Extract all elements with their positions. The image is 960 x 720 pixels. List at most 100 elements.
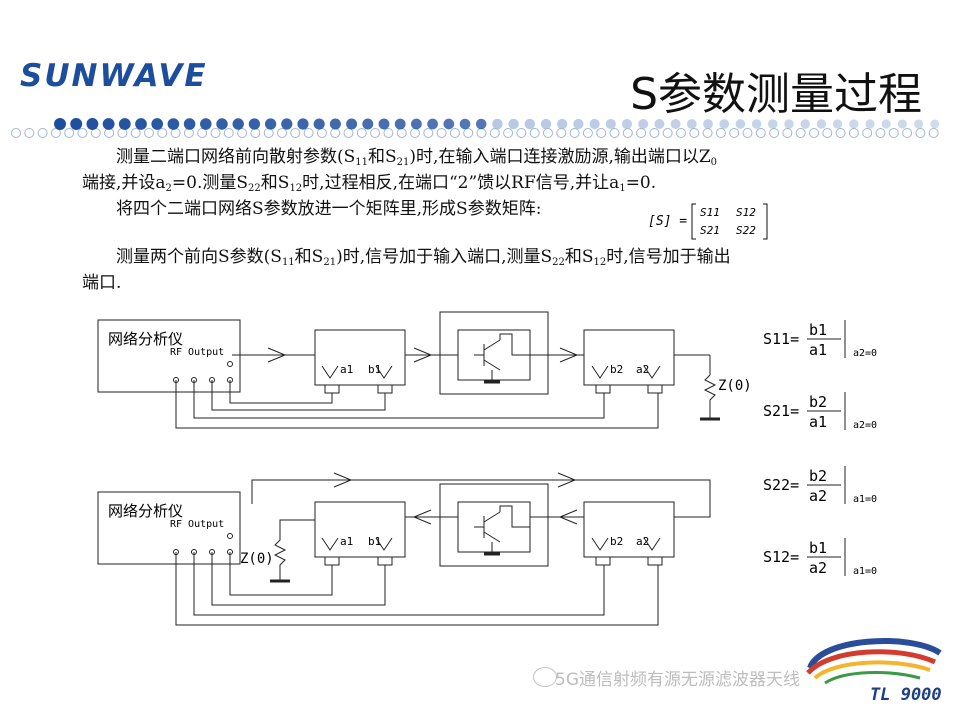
tl9000-logo: TL 9000: [806, 638, 942, 705]
divider-dot: [605, 118, 616, 130]
divider-dot: [313, 118, 325, 130]
divider-dot: [569, 128, 580, 138]
divider-dot: [849, 119, 859, 129]
formula-condition: a1=0: [853, 494, 877, 505]
divider-dot: [832, 119, 843, 129]
formula-condition: a2=0: [853, 420, 877, 431]
wechat-icon: [533, 667, 557, 687]
divider-dot: [362, 118, 374, 130]
divider-dot: [135, 118, 147, 130]
coupler2-b-label: b2: [610, 363, 623, 376]
divider-dot: [170, 128, 181, 138]
divider-dot: [556, 128, 567, 138]
divider-dot: [70, 118, 83, 130]
divider-dot: [928, 128, 939, 138]
divider-dot: [263, 128, 274, 138]
divider-dot: [715, 128, 726, 138]
formula-numerator: b1: [809, 539, 827, 557]
divider-dot: [290, 128, 301, 138]
dut-outer-box-2: [439, 483, 549, 567]
divider-dot: [865, 119, 875, 129]
divider-dot: [582, 128, 593, 138]
svg-text:S11: S11: [700, 206, 720, 219]
coupler2-b-label-2: b2: [610, 535, 623, 548]
divider-dot: [443, 118, 455, 130]
divider-dot: [735, 119, 746, 129]
coupler-2-box: [583, 329, 675, 386]
divider-dot: [729, 128, 740, 138]
network-analyzer-box-2: [97, 491, 241, 565]
divider-dot: [423, 128, 434, 138]
divider-dot: [769, 128, 780, 138]
divider-dot: [703, 119, 713, 129]
divider-dot: [742, 128, 753, 138]
reverse-measurement-diagram: 网络分析仪 RF Output a1 b1 b2 a2 Z(0): [97, 472, 711, 626]
divider-dot: [835, 128, 846, 138]
divider-dot: [848, 128, 859, 138]
divider-dot: [897, 119, 907, 129]
divider-dot: [768, 119, 778, 129]
divider-dot: [356, 128, 367, 138]
divider-dot: [86, 118, 99, 130]
formula-condition: a1=0: [853, 566, 877, 577]
divider-dot: [516, 128, 527, 138]
divider-dot: [237, 128, 248, 138]
divider-dot: [117, 128, 128, 138]
coupler-1-box: [314, 329, 406, 386]
divider-dot: [264, 118, 277, 130]
coupler1-b-label: b1: [368, 363, 381, 376]
divider-dot: [303, 128, 314, 138]
paragraph-4: 测量两个前向S参数(S11和S21)时,信号加于输入端口,测量S22和S12时,…: [116, 247, 731, 268]
formula-denominator: a2: [809, 487, 827, 505]
coupler-1-box-2: [314, 501, 406, 558]
divider-dot: [343, 128, 354, 138]
divider-dot: [543, 128, 553, 138]
divider-dot: [277, 128, 287, 138]
divider-dot: [686, 119, 697, 129]
divider-dot: [622, 128, 633, 138]
formula-condition: a2=0: [853, 348, 877, 359]
coupler2-a-label-2: a2: [636, 535, 649, 548]
divider-dot: [297, 118, 309, 130]
divider-dot: [489, 128, 500, 138]
divider-dot: [689, 128, 700, 138]
dut-outer-box: [439, 311, 549, 395]
divider-dot: [557, 118, 568, 130]
divider-dot: [649, 128, 660, 138]
paragraph-1: 测量二端口网络前向散射参数(S11和S21)时,在输入端口连接激励源,输出端口以…: [116, 147, 718, 168]
formula-lhs: S21=: [763, 402, 799, 420]
formula-denominator: a2: [809, 559, 827, 577]
analyzer-label-1: 网络分析仪: [108, 330, 183, 348]
divider-dot: [670, 119, 681, 129]
formula-numerator: b1: [809, 321, 827, 339]
formula-lhs: S22=: [763, 476, 799, 494]
divider-dot: [144, 128, 154, 138]
coupler1-b-label-2: b1: [368, 535, 381, 548]
coupler1-a-label: a1: [340, 363, 353, 376]
divider-dot: [638, 119, 649, 129]
formula-denominator: a1: [809, 341, 827, 359]
divider-dot: [784, 119, 794, 129]
divider-dot: [875, 128, 886, 138]
rf-output-label-1: RF Output: [170, 347, 224, 358]
divider-dot: [232, 118, 244, 130]
divider-dot: [250, 128, 261, 138]
divider-dot: [914, 119, 924, 129]
divider-dot: [77, 128, 88, 138]
divider-dot: [383, 128, 394, 138]
divider-dot: [719, 119, 730, 129]
divider-dot: [524, 118, 535, 130]
divider-dot: [609, 128, 620, 138]
divider-dot: [621, 118, 633, 130]
divider-dot: [200, 118, 212, 130]
divider-dot: [118, 118, 131, 130]
divider-dot: [378, 118, 390, 130]
divider-dot: [281, 118, 293, 130]
dot-divider: [11, 118, 940, 138]
svg-text:[S] =: [S] =: [648, 214, 687, 229]
divider-dot: [755, 128, 766, 138]
coupler-2-box-2: [583, 501, 675, 558]
watermark-text: 5G通信射频有源无源滤波器天线: [555, 670, 800, 690]
divider-dot: [396, 128, 407, 138]
